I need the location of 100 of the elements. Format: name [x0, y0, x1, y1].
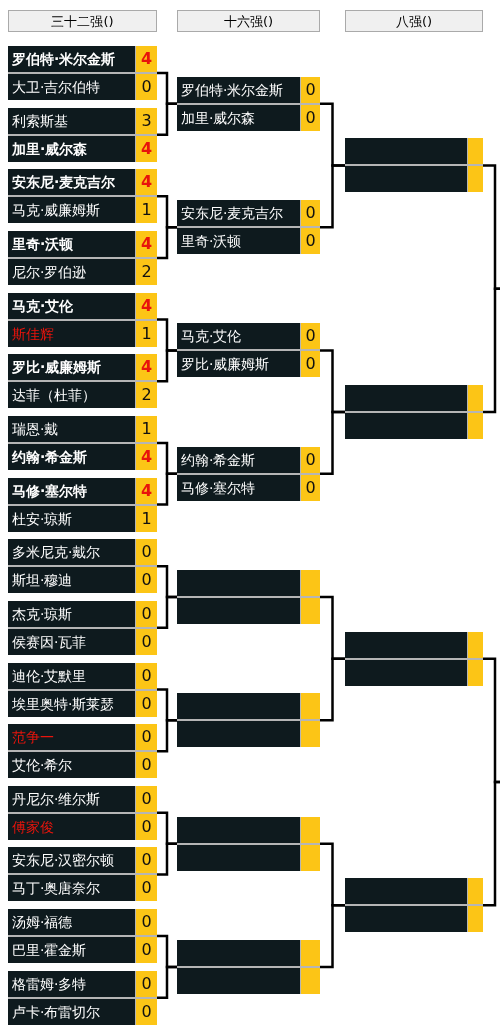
- player-name: 埃里奥特·斯莱瑟: [8, 690, 135, 717]
- bracket-line: [157, 472, 177, 506]
- score: 0: [135, 539, 157, 566]
- match-card: [345, 385, 483, 440]
- bracket-line: [157, 102, 177, 136]
- player-name: 罗伯特·米尔金斯: [8, 46, 135, 72]
- score: 0: [135, 662, 157, 689]
- player-name: 罗比·威廉姆斯: [8, 354, 135, 381]
- match-card: [177, 693, 320, 748]
- score: 4: [135, 292, 157, 319]
- score: 4: [135, 354, 157, 381]
- player-name: 汤姆·福德: [8, 909, 135, 936]
- score: 0: [300, 446, 320, 473]
- match-card: [8, 169, 157, 224]
- match-card: [177, 323, 320, 378]
- match-card: [8, 539, 157, 594]
- score: 4: [135, 443, 157, 470]
- player-name: 卢卡·布雷切尔: [8, 998, 135, 1025]
- bracket-line: [320, 410, 345, 475]
- score: 0: [135, 567, 157, 594]
- score: 4: [135, 230, 157, 257]
- score: 0: [135, 813, 157, 840]
- bracket-line: [320, 657, 345, 722]
- score: 0: [135, 970, 157, 997]
- match-card: [8, 600, 157, 655]
- player-name: 利索斯基: [8, 107, 135, 134]
- bracket-line: [157, 842, 177, 876]
- score: 0: [135, 74, 157, 100]
- match-card: [8, 415, 157, 470]
- match-card: [8, 107, 157, 162]
- score: 2: [135, 258, 157, 285]
- score: 4: [135, 135, 157, 162]
- player-name: 多米尼克·戴尔: [8, 539, 135, 566]
- score: 0: [300, 474, 320, 501]
- score: 0: [135, 998, 157, 1025]
- match-card: [177, 570, 320, 624]
- score: 4: [135, 477, 157, 504]
- match-card: [345, 138, 483, 193]
- match-card: [177, 446, 320, 501]
- match-card: [8, 46, 157, 100]
- player-name: 加里·威尔森: [177, 104, 300, 131]
- match-card: [177, 200, 320, 255]
- bracket-line: [157, 965, 177, 999]
- score: 1: [135, 320, 157, 347]
- match-card: [177, 816, 320, 871]
- player-name: 杜安·琼斯: [8, 505, 135, 532]
- score: 0: [135, 937, 157, 964]
- match-card: [8, 847, 157, 902]
- score: 0: [300, 351, 320, 378]
- player-name: 马丁·奥唐奈尔: [8, 875, 135, 902]
- match-card: [8, 909, 157, 964]
- player-name: 罗比·威廉姆斯: [177, 351, 300, 378]
- score: 0: [135, 909, 157, 936]
- score: 0: [135, 752, 157, 779]
- player-name: 巴里·霍金斯: [8, 937, 135, 964]
- bracket-line: [483, 780, 500, 907]
- score: 0: [300, 228, 320, 255]
- player-name: 安东尼·麦克吉尔: [177, 200, 300, 227]
- player-name: 大卫·吉尔伯特: [8, 74, 135, 100]
- match-card: [8, 477, 157, 532]
- player-name: 达菲（杜菲）: [8, 382, 135, 409]
- match-card: [8, 970, 157, 1025]
- match-card: [8, 724, 157, 779]
- player-name: 艾伦·希尔: [8, 752, 135, 779]
- score: 4: [135, 46, 157, 72]
- player-name: 罗伯特·米尔金斯: [177, 76, 300, 103]
- player-name: 傅家俊: [8, 813, 135, 840]
- score: 0: [135, 628, 157, 655]
- score: 0: [300, 76, 320, 103]
- score: 0: [135, 847, 157, 874]
- bracket-line: [157, 349, 177, 383]
- player-name: 杰克·琼斯: [8, 600, 135, 627]
- player-name: 斯坦·穆迪: [8, 567, 135, 594]
- score: 1: [135, 505, 157, 532]
- score: 1: [135, 415, 157, 442]
- player-name: 加里·威尔森: [8, 135, 135, 162]
- score: 0: [300, 104, 320, 131]
- score: 1: [135, 197, 157, 224]
- player-name: 马克·艾伦: [177, 323, 300, 350]
- bracket-line: [320, 904, 345, 969]
- player-name: 斯佳辉: [8, 320, 135, 347]
- player-name: 丹尼尔·维尔斯: [8, 785, 135, 812]
- score: 0: [135, 785, 157, 812]
- player-name: 约翰·希金斯: [177, 446, 300, 473]
- player-name: 里奇·沃顿: [177, 228, 300, 255]
- score: 3: [135, 107, 157, 134]
- player-name: 马修·塞尔特: [8, 477, 135, 504]
- bracket-line: [157, 225, 177, 260]
- match-card: [177, 76, 320, 131]
- player-name: 里奇·沃顿: [8, 230, 135, 257]
- player-name: 范争一: [8, 724, 135, 751]
- bracket-line: [483, 287, 500, 414]
- player-name: 瑞恩·戴: [8, 415, 135, 442]
- round-header: 十六强(): [177, 10, 320, 32]
- player-name: 迪伦·艾默里: [8, 662, 135, 689]
- score: 0: [135, 690, 157, 717]
- match-card: [345, 631, 483, 686]
- player-name: 马克·威廉姆斯: [8, 197, 135, 224]
- score: 0: [300, 323, 320, 350]
- match-card: [345, 878, 483, 933]
